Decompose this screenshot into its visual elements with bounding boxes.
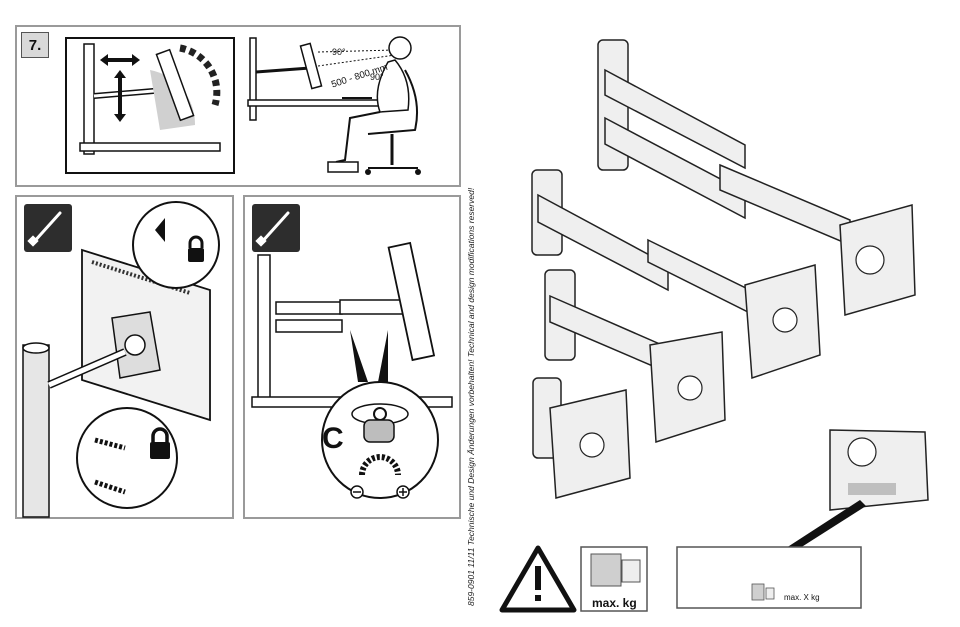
- angle-side: 90°: [370, 72, 384, 82]
- warning-icon: [499, 545, 577, 613]
- max-weight-label: max. kg: [592, 596, 637, 610]
- max-x-weight-label: max. X kg: [784, 593, 820, 602]
- lock-icon: [150, 235, 204, 459]
- step-number: 7.: [21, 32, 49, 58]
- side-note: 859-0901 11/11 Technische und Design Änd…: [466, 187, 476, 606]
- mount-label: C: [322, 422, 344, 455]
- angle-top: 90°: [332, 47, 346, 57]
